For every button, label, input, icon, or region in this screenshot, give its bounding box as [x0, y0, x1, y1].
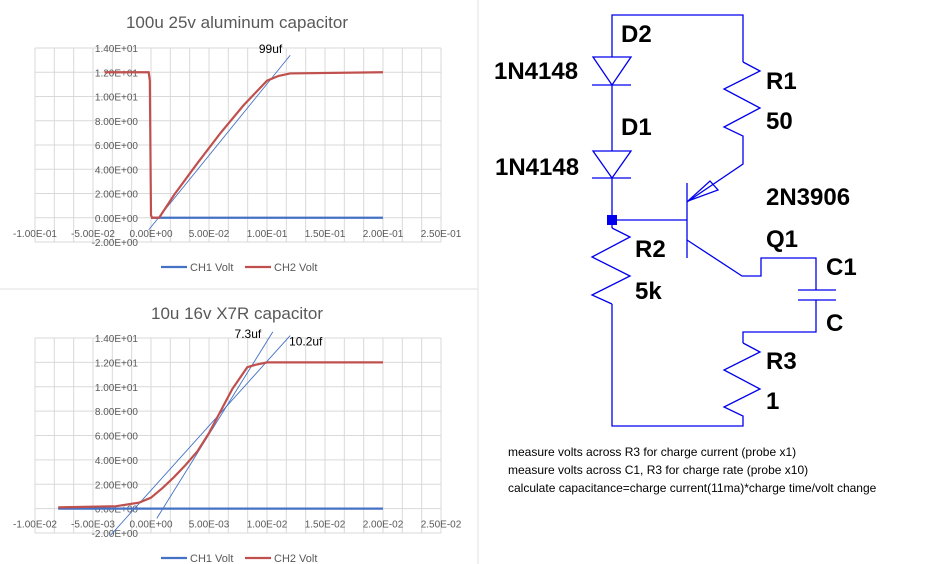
y-tick-label: 6.00E+00 [95, 432, 139, 443]
x-tick-label: -5.00E-03 [71, 520, 115, 531]
legend-label: CH1 Volt [190, 262, 233, 274]
capacitor-c1 [798, 289, 836, 301]
junction-node [607, 215, 617, 225]
x-tick-label: 2.50E-01 [421, 229, 462, 240]
label-q1: Q1 [766, 226, 798, 253]
trendline-label: 10.2uf [289, 334, 323, 348]
y-tick-label: -2.00E+00 [92, 238, 139, 249]
y-tick-label: 1.20E+01 [95, 358, 139, 369]
x-tick-label: 1.50E-02 [305, 520, 346, 531]
y-tick-label: 1.40E+01 [95, 334, 139, 345]
label-d2-part: 1N4148 [494, 58, 578, 85]
chart-aluminum-capacitor: 100u 25v aluminum capacitor-2.00E+000.00… [13, 13, 462, 274]
trendline-label: 7.3uf [235, 327, 262, 341]
diode-d2 [591, 56, 633, 87]
label-r1-value: 50 [766, 108, 793, 135]
label-d1: D1 [621, 114, 652, 141]
resistor-r2 [590, 227, 632, 305]
y-tick-label: 0.00E+00 [95, 214, 139, 225]
y-tick-label: 2.00E+00 [95, 480, 139, 491]
note-line: measure volts across C1, R3 for charge r… [508, 463, 808, 477]
chart-x7r-capacitor: 10u 16v X7R capacitor-2.00E+000.00E+002.… [13, 304, 462, 564]
label-c1: C1 [826, 254, 857, 281]
x-tick-label: 0.00E+00 [129, 229, 173, 240]
wire-d1-base [611, 178, 687, 228]
label-r3: R3 [766, 348, 797, 375]
trendline [148, 54, 291, 231]
note-line: calculate capacitance=charge current(11m… [508, 481, 877, 495]
x-tick-label: 2.50E-02 [421, 520, 462, 531]
x-tick-label: 1.50E-01 [305, 229, 346, 240]
y-tick-label: 6.00E+00 [95, 141, 139, 152]
y-tick-label: 8.00E+00 [95, 407, 139, 418]
x-tick-label: 2.00E-02 [363, 520, 404, 531]
y-tick-label: 8.00E+00 [95, 117, 139, 128]
wire-top [611, 14, 744, 62]
resistor-r1 [686, 61, 762, 203]
schematic: D2 1N4148 D1 1N4148 R1 50 2N3906 Q1 R2 5… [494, 14, 877, 495]
y-tick-label: 4.00E+00 [95, 456, 139, 467]
x-tick-label: -5.00E-02 [71, 229, 115, 240]
label-c1-value: C [826, 310, 843, 337]
series-line-ch2-volt [104, 71, 384, 219]
x-tick-label: 5.00E-03 [189, 520, 230, 531]
x-tick-label: 1.00E-02 [247, 520, 288, 531]
y-tick-label: 1.00E+01 [95, 93, 139, 104]
trendline [156, 331, 274, 519]
x-tick-label: 1.00E-01 [247, 229, 288, 240]
trendline-label: 99uf [259, 42, 283, 56]
x-tick-label: 2.00E-01 [363, 229, 404, 240]
x-tick-label: 0.00E+00 [129, 520, 173, 531]
label-r2-value: 5k [635, 278, 662, 305]
label-d1-part: 1N4148 [495, 154, 579, 181]
chart-title: 10u 16v X7R capacitor [151, 304, 323, 323]
series-line-ch2-volt [58, 361, 383, 509]
y-tick-label: 1.00E+01 [95, 383, 139, 394]
y-tick-label: 1.20E+01 [95, 68, 139, 79]
y-tick-label: 0.00E+00 [95, 505, 139, 516]
label-r1: R1 [766, 68, 797, 95]
y-tick-label: 2.00E+00 [95, 190, 139, 201]
diode-d1 [591, 150, 633, 180]
legend-label: CH1 Volt [190, 553, 233, 564]
resistor-r3 [611, 304, 762, 427]
legend-label: CH2 Volt [274, 262, 317, 274]
label-r3-value: 1 [766, 388, 779, 415]
y-tick-label: -2.00E+00 [92, 529, 139, 540]
label-q1-part: 2N3906 [766, 184, 850, 211]
x-tick-label: 5.00E-02 [189, 229, 230, 240]
emitter-arrow [687, 180, 720, 202]
note-line: measure volts across R3 for charge curre… [508, 445, 796, 459]
chart-title: 100u 25v aluminum capacitor [126, 13, 348, 32]
wire-c1-r3 [742, 300, 817, 343]
wire-collector [686, 239, 817, 290]
x-tick-label: -1.00E-02 [13, 520, 57, 531]
x-tick-label: -1.00E-01 [13, 229, 57, 240]
label-r2: R2 [635, 236, 666, 263]
legend-label: CH2 Volt [274, 553, 317, 564]
label-d2: D2 [621, 21, 652, 48]
y-tick-label: 1.40E+01 [95, 44, 139, 55]
y-tick-label: 4.00E+00 [95, 165, 139, 176]
